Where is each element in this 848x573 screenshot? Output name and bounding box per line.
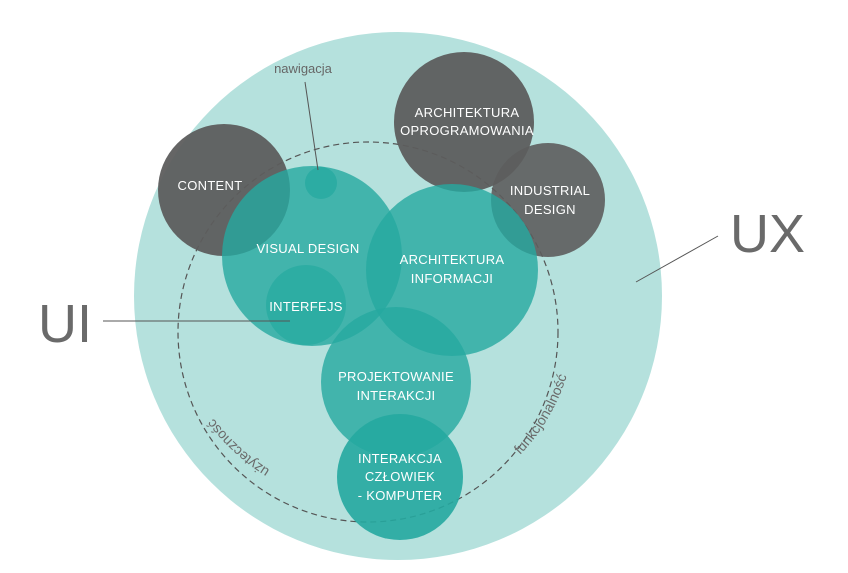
interfejs-label: INTERFEJS xyxy=(269,299,343,314)
projektowanie-interakcji-label-line1: PROJEKTOWANIE xyxy=(338,369,454,384)
ux-pointer-line xyxy=(635,235,719,283)
industrial-design-label-line2: DESIGN xyxy=(524,202,576,217)
ux-label: UX xyxy=(730,204,805,264)
nawigacja-circle xyxy=(305,167,337,199)
interakcja-label-line1: INTERAKCJA xyxy=(358,451,442,466)
ui-label: UI xyxy=(38,294,92,354)
content-label: CONTENT xyxy=(178,178,243,193)
dashed-boundary-circle xyxy=(177,141,559,523)
projektowanie-interakcji-circle xyxy=(321,307,471,457)
architektura-informacji-label-line1: ARCHITEKTURA xyxy=(400,252,505,267)
visual-design-label: VISUAL DESIGN xyxy=(256,241,359,256)
industrial-design-label-line1: INDUSTRIAL xyxy=(510,183,590,198)
nawigacja-label: nawigacja xyxy=(274,61,333,76)
nawigacja-pointer-line xyxy=(304,81,319,171)
projektowanie-interakcji-label-line2: INTERAKCJI xyxy=(357,388,436,403)
architektura-oprogramowania-circle xyxy=(394,52,534,192)
interakcja-label-line2: CZŁOWIEK xyxy=(365,469,435,484)
architektura-informacji-label-line2: INFORMACJI xyxy=(411,271,493,286)
interakcja-label-line3: - KOMPUTER xyxy=(358,488,443,503)
architektura-oprogramowania-label-line2: OPROGRAMOWANIA xyxy=(400,123,534,138)
interakcja-czlowiek-komputer-circle xyxy=(337,414,463,540)
architektura-oprogramowania-label-line1: ARCHITEKTURA xyxy=(415,105,520,120)
interfejs-circle xyxy=(266,265,346,345)
